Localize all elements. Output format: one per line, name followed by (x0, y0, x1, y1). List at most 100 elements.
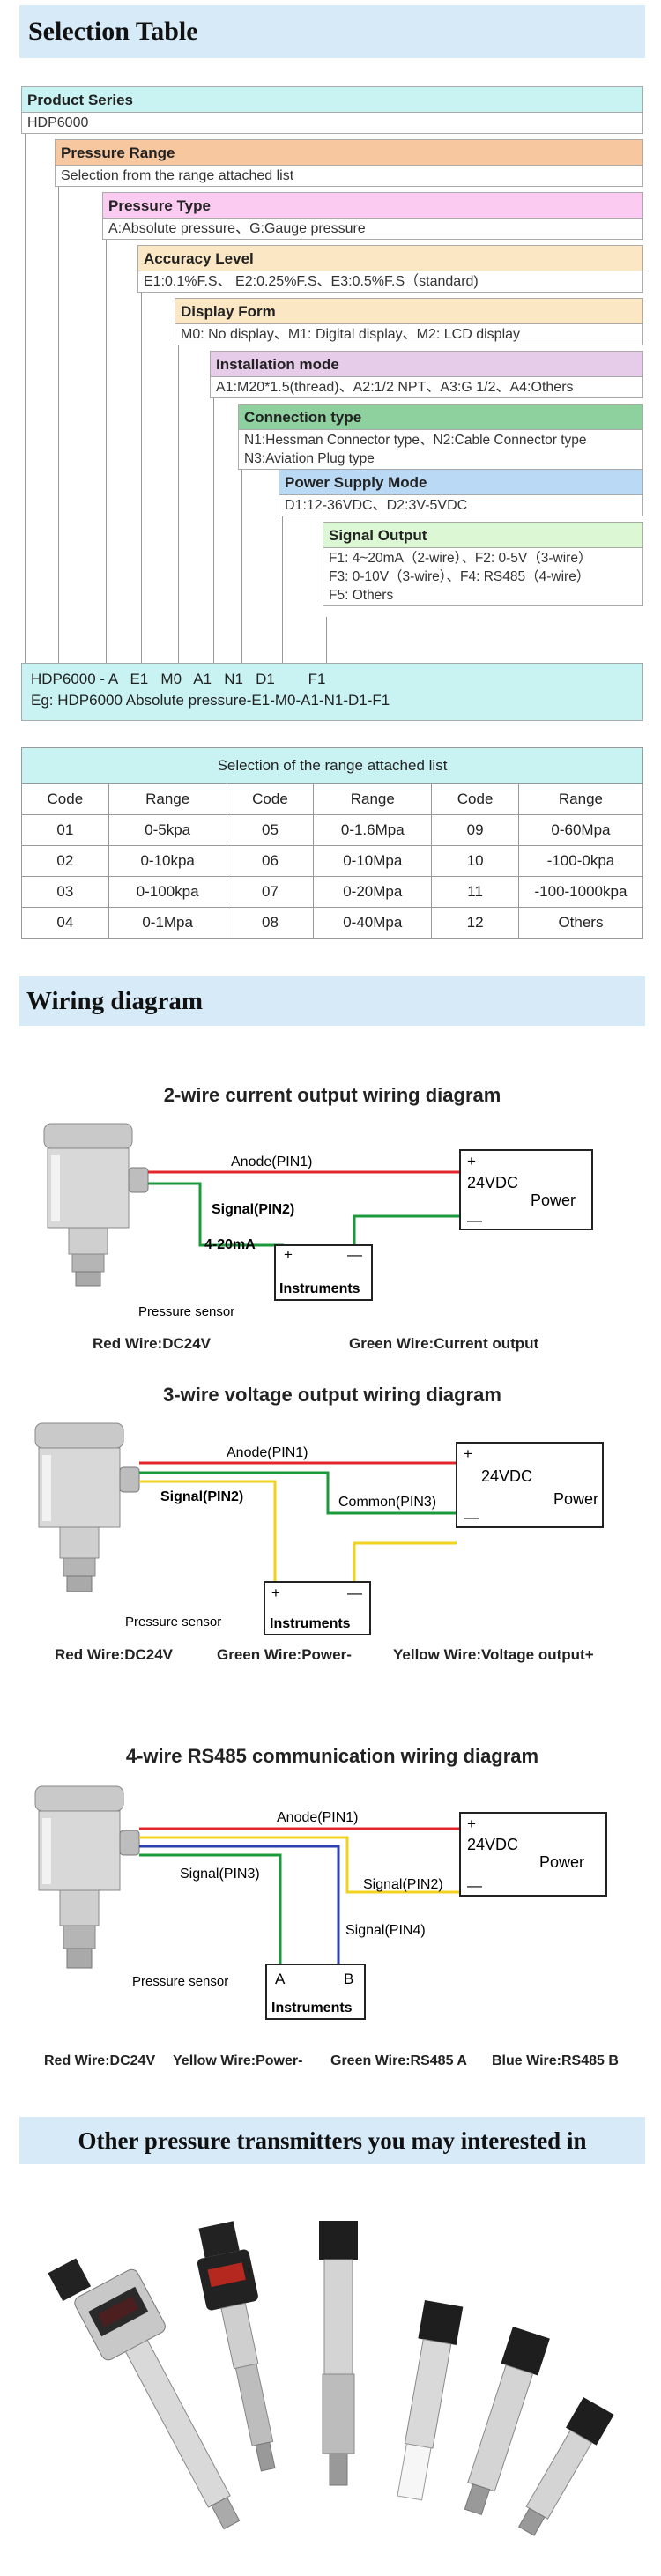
power-voltage: 24VDC (481, 1467, 532, 1485)
tree-line (106, 229, 107, 663)
power-voltage: 24VDC (467, 1836, 518, 1853)
tier-signal-output: Signal Output (323, 522, 643, 548)
terminal-b: B (344, 1971, 353, 1987)
range-table: Selection of the range attached list Cod… (21, 747, 644, 939)
transmitter-ceramic (397, 2300, 464, 2501)
legend-yellow: Yellow Wire:Voltage output+ (393, 1646, 594, 1663)
instruments-box (265, 1964, 366, 2020)
transmitter-standard (464, 2327, 550, 2516)
wire-yellow (139, 1836, 460, 1894)
table-cell: 0-60Mpa (517, 814, 644, 846)
tier-pressure-type: Pressure Type (102, 192, 643, 219)
diagram3-title: 4-wire RS485 communication wiring diagra… (125, 1745, 539, 1767)
tree-line (178, 335, 179, 663)
tree-line (213, 388, 214, 663)
power-box (456, 1442, 604, 1528)
tier-desc-line: A1:M20*1.5(thread)、A2:1/2 NPT、A3:G 1/2、A… (216, 380, 574, 395)
instruments-plus: + (271, 1585, 280, 1601)
table-cell: 0-1Mpa (108, 907, 227, 939)
table-cell: 0-1.6Mpa (313, 814, 433, 846)
wire-green (148, 1182, 284, 1247)
tree-line (58, 176, 59, 663)
tier-connection-type-desc: N1:Hessman Connector type、N2:Cable Conne… (238, 430, 643, 470)
tree-line (326, 617, 327, 663)
signal-label: Signal(PIN2) (160, 1489, 243, 1504)
table-cell: 0-5kpa (108, 814, 227, 846)
tier-desc-line: E1:0.1%F.S、 E2:0.25%F.S、E3:0.5%F.S（stand… (144, 274, 479, 289)
tier-accuracy-level: Accuracy Level (137, 245, 643, 271)
tier-pressure-range-desc: Selection from the range attached list (55, 166, 643, 187)
power-plus: + (467, 1815, 476, 1832)
table-cell: -100-1000kpa (517, 876, 644, 908)
range-col-header: Code (431, 783, 519, 815)
tier-desc-line: N1:Hessman Connector type、N2:Cable Conne… (244, 433, 587, 448)
table-cell: 02 (21, 845, 109, 877)
tier-installation-mode-desc: A1:M20*1.5(thread)、A2:1/2 NPT、A3:G 1/2、A… (210, 377, 643, 398)
tier-product-series-desc: HDP6000 (21, 113, 643, 134)
tree-line (282, 506, 283, 663)
transmitter-display-led (197, 2221, 276, 2472)
power-label: Power (553, 1490, 598, 1508)
table-row: 04 0-1Mpa 08 0-40Mpa 12 Others (21, 907, 644, 939)
tier-label-text: Accuracy Level (144, 250, 254, 267)
range-col-header: Range (517, 783, 644, 815)
tier-desc-line: A:Absolute pressure、G:Gauge pressure (108, 221, 366, 236)
tier-power-supply-mode: Power Supply Mode (279, 469, 643, 495)
legend-blue: Blue Wire:RS485 B (492, 2053, 619, 2068)
signal2-label: Signal(PIN2) (363, 1877, 443, 1892)
sensor-label: Pressure sensor (125, 1615, 221, 1629)
anode-label: Anode(PIN1) (231, 1154, 313, 1169)
other-transmitters-title: Other pressure transmitters you may inte… (78, 2127, 587, 2154)
power-minus: — (467, 1212, 482, 1229)
selection-table-title: Selection Table (28, 17, 198, 46)
legend-red: Red Wire:DC24V (44, 2053, 156, 2068)
wire-green (139, 1853, 282, 1964)
legend-red: Red Wire:DC24V (55, 1646, 173, 1663)
tier-display-form-desc: M0: No display、M1: Digital display、M2: L… (175, 324, 643, 345)
power-plus: + (464, 1445, 472, 1462)
anode-label: Anode(PIN1) (277, 1810, 359, 1825)
legend-green: Green Wire:Power- (217, 1646, 352, 1663)
instruments-plus: + (284, 1246, 293, 1263)
wiring-diagram-title: Wiring diagram (26, 987, 204, 1015)
model-example-line: Eg: HDP6000 Absolute pressure-E1-M0-A1-N… (31, 692, 390, 709)
table-cell: 0-10kpa (108, 845, 227, 877)
tier-label-text: Connection type (244, 409, 362, 426)
tier-label-text: Installation mode (216, 356, 339, 373)
tier-desc-line: F1: 4~20mA（2-wire）、F2: 0-5V（3-wire） (329, 551, 592, 566)
common-label: Common(PIN3) (338, 1495, 436, 1510)
tier-pressure-range: Pressure Range (55, 139, 643, 166)
pressure-sensor-image (34, 1785, 140, 1969)
power-minus: — (464, 1509, 479, 1526)
table-cell: 0-20Mpa (313, 876, 433, 908)
tier-product-series: Product Series (21, 86, 643, 113)
pressure-sensor-image (34, 1422, 140, 1592)
table-cell: 0-40Mpa (313, 907, 433, 939)
terminal-a: A (275, 1971, 286, 1987)
signal-label: Signal(PIN2) (212, 1202, 294, 1217)
tree-line (141, 282, 142, 663)
tier-desc-line: Selection from the range attached list (61, 168, 294, 183)
tier-label-text: Pressure Type (108, 197, 211, 214)
tier-display-form: Display Form (175, 298, 643, 324)
tier-label-text: Signal Output (329, 527, 427, 544)
table-cell: 09 (431, 814, 519, 846)
tier-connection-type: Connection type (238, 404, 643, 430)
tier-power-supply-mode-desc: D1:12-36VDC、D2:3V-5VDC (279, 495, 643, 516)
wire-yellow (139, 1480, 277, 1582)
current-label: 4-20mA (204, 1237, 256, 1252)
tier-pressure-type-desc: A:Absolute pressure、G:Gauge pressure (102, 219, 643, 240)
table-cell: 08 (226, 907, 315, 939)
range-col-header: Code (21, 783, 109, 815)
table-cell: 06 (226, 845, 315, 877)
transmitter-product-photo (48, 2221, 614, 2536)
legend-green: Green Wire:RS485 A (330, 2053, 467, 2068)
tier-desc-line: F3: 0-10V（3-wire）、F4: RS485（4-wire） (329, 569, 590, 584)
power-label: Power (539, 1853, 584, 1871)
tree-line (25, 123, 26, 663)
range-col-header: Range (313, 783, 433, 815)
instruments-minus: — (347, 1246, 362, 1263)
tier-desc-line: M0: No display、M1: Digital display、M2: L… (181, 327, 521, 342)
signal3-label: Signal(PIN3) (180, 1867, 260, 1882)
power-plus: + (467, 1153, 476, 1169)
